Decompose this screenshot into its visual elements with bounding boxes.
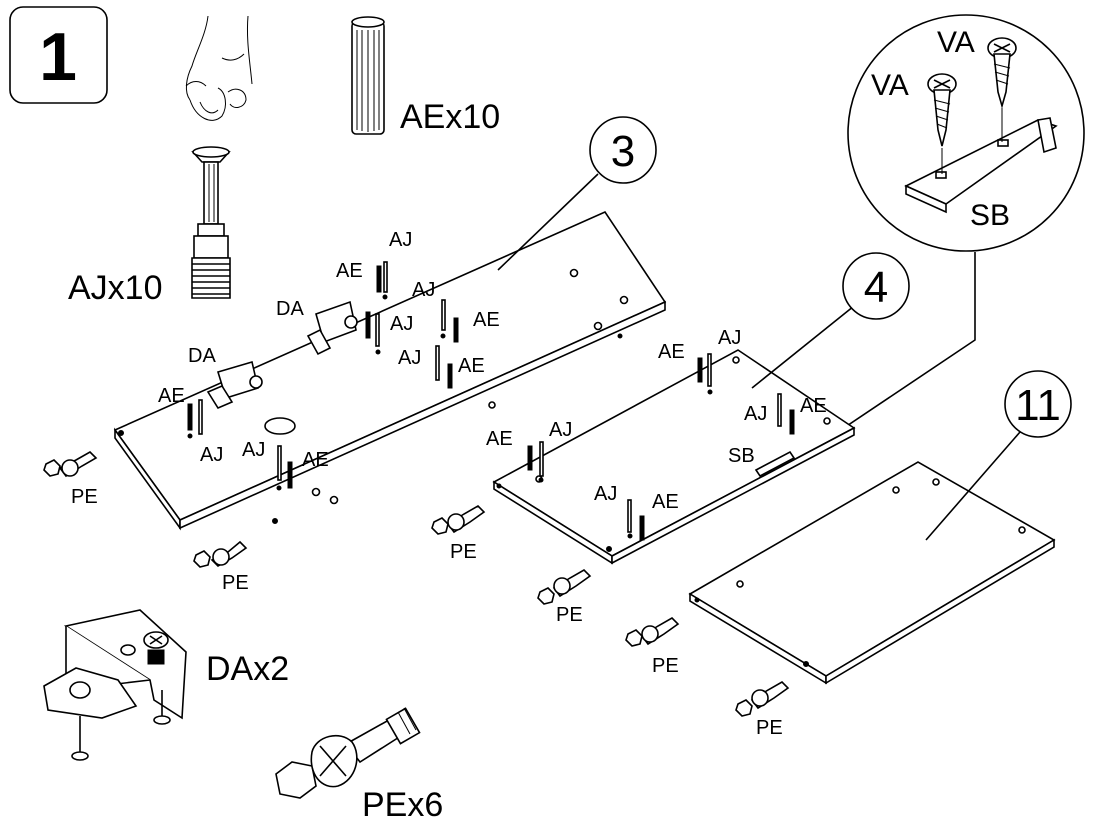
detail-strip-label: SB — [970, 199, 1010, 232]
detail-callout — [806, 14, 1085, 453]
svg-text:11: 11 — [1015, 381, 1061, 430]
step-number: 1 — [39, 19, 77, 95]
svg-text:PE: PE — [652, 655, 679, 677]
svg-text:AE: AE — [658, 341, 685, 363]
svg-text:4: 4 — [864, 263, 888, 312]
detail-screw-a-label: VA — [937, 26, 975, 59]
svg-text:AJ: AJ — [398, 347, 421, 369]
detail-screw-b-label: VA — [871, 69, 909, 102]
cam-lock-pe-icon — [275, 707, 421, 799]
svg-text:AE: AE — [473, 309, 500, 331]
bracket-da-label: DAx2 — [206, 650, 289, 688]
svg-text:AE: AE — [652, 491, 679, 513]
part-number-3: 3 — [497, 116, 657, 271]
svg-text:PE: PE — [450, 541, 477, 563]
svg-text:AJ: AJ — [412, 279, 435, 301]
panel-3-hardware — [43, 261, 459, 568]
svg-text:AJ: AJ — [200, 444, 223, 466]
svg-text:AE: AE — [158, 385, 185, 407]
svg-text:AJ: AJ — [390, 313, 413, 335]
dowel-ae-label: AEx10 — [400, 98, 500, 136]
svg-text:3: 3 — [611, 127, 635, 176]
panel-3-labels: AJ AE AJ DA AJ AE DA AJ AE AE AJ AJ AE P… — [71, 229, 500, 594]
svg-text:AJ: AJ — [594, 483, 617, 505]
svg-text:AE: AE — [336, 260, 363, 282]
step-badge: 1 — [9, 6, 108, 104]
svg-text:PE: PE — [71, 486, 98, 508]
svg-text:PE: PE — [756, 717, 783, 739]
svg-text:AJ: AJ — [242, 439, 265, 461]
svg-text:AE: AE — [486, 428, 513, 450]
svg-text:AJ: AJ — [389, 229, 412, 251]
hand-icon — [185, 15, 253, 121]
cam-lock-pe-label: PEx6 — [362, 786, 443, 820]
svg-text:AE: AE — [302, 449, 329, 471]
svg-text:DA: DA — [276, 298, 304, 320]
panel-11 — [625, 461, 1056, 717]
svg-text:DA: DA — [188, 345, 216, 367]
panel-3 — [113, 210, 667, 531]
cam-bolt-aj-label: AJx10 — [68, 269, 163, 307]
svg-text:PE: PE — [556, 604, 583, 626]
svg-text:SB: SB — [728, 445, 755, 467]
panel-4-labels: AE AJ AJ AE AE AJ SB AJ AE PE PE — [450, 327, 827, 626]
svg-text:PE: PE — [222, 572, 249, 594]
svg-text:AJ: AJ — [549, 419, 572, 441]
cam-bolt-aj-icon — [191, 146, 231, 299]
svg-text:AJ: AJ — [744, 403, 767, 425]
bracket-da-icon — [43, 609, 187, 761]
panel-11-labels: PE PE — [652, 655, 783, 739]
svg-text:AE: AE — [458, 355, 485, 377]
svg-text:AE: AE — [800, 395, 827, 417]
dowel-ae-icon — [351, 16, 385, 135]
svg-text:AJ: AJ — [718, 327, 741, 349]
panel-4 — [431, 349, 856, 605]
part-number-4: 4 — [751, 252, 910, 389]
part-number-11: 11 — [925, 370, 1072, 541]
